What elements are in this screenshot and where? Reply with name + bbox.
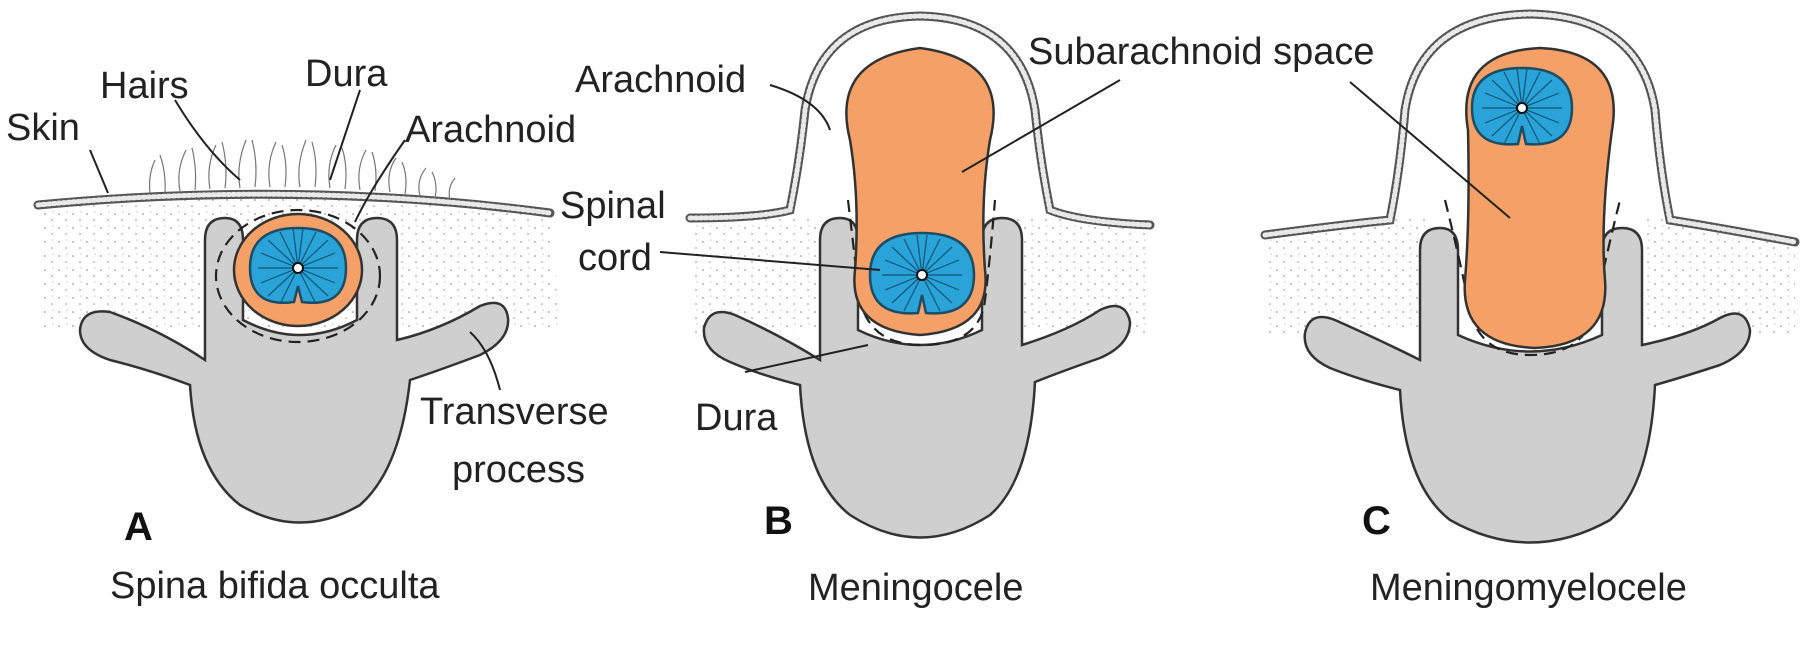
label-cord: cord xyxy=(578,237,652,279)
dura xyxy=(1443,199,1622,357)
label-dura: Dura xyxy=(305,53,388,95)
panel-letter-b: B xyxy=(764,499,793,543)
panel-b: Arachnoid Subarachnoid space Spinal cord… xyxy=(560,11,1374,609)
panel-c: C Meningomyelocele xyxy=(1260,9,1800,609)
dura xyxy=(214,208,382,344)
panel-letter-a: A xyxy=(124,505,153,549)
label-arachnoid: Arachnoid xyxy=(405,109,576,151)
label-arachnoid: Arachnoid xyxy=(575,59,746,101)
label-hairs: Hairs xyxy=(100,65,189,107)
subcutaneous-tissue xyxy=(1640,215,1795,335)
panel-letter-c: C xyxy=(1362,499,1391,543)
label-spinal: Spinal xyxy=(560,185,666,227)
vertebra xyxy=(702,216,1132,539)
vertebra xyxy=(78,216,510,524)
caption-b: Meningocele xyxy=(808,567,1023,609)
label-transverse: Transverse xyxy=(420,391,609,433)
label-subarachnoid-space: Subarachnoid space xyxy=(1028,31,1374,73)
caption-c: Meningomyelocele xyxy=(1370,567,1687,609)
spinal-cord xyxy=(868,231,976,315)
panel-a: Skin Hairs Dura Arachnoid Transverse pro… xyxy=(6,53,609,607)
label-process: process xyxy=(452,449,585,491)
caption-a: Spina bifida occulta xyxy=(110,565,440,607)
subcutaneous-tissue xyxy=(690,215,830,335)
label-dura: Dura xyxy=(695,397,778,439)
subcutaneous-tissue xyxy=(1265,215,1432,335)
vertebra xyxy=(1303,226,1752,544)
spinal-cord xyxy=(248,226,348,305)
label-skin: Skin xyxy=(6,107,80,149)
hairs xyxy=(148,139,456,201)
spinal-cord xyxy=(1470,66,1574,146)
